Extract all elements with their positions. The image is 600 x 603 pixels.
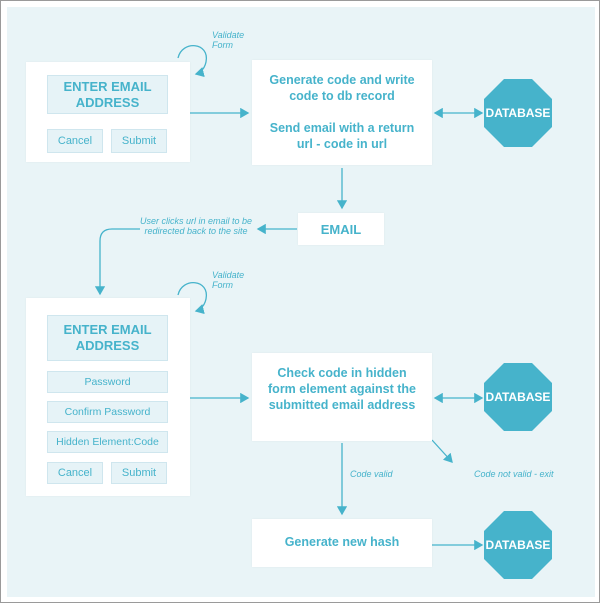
confirm-password-field[interactable]: Confirm Password: [47, 401, 168, 423]
email-form-2: ENTER EMAIL ADDRESS Password Confirm Pas…: [26, 298, 190, 496]
generate-hash-text: Generate new hash: [284, 535, 400, 549]
generate-hash-box: Generate new hash: [252, 519, 432, 567]
code-valid-note: Code valid: [350, 469, 393, 479]
cancel-button-1[interactable]: Cancel: [47, 129, 103, 153]
send-email-text: Send email with a return url - code in u…: [269, 121, 415, 151]
submit-button-2[interactable]: Submit: [111, 462, 167, 484]
email-form-1: ENTER EMAIL ADDRESS Cancel Submit: [26, 62, 190, 162]
enter-email-header-2[interactable]: ENTER EMAIL ADDRESS: [47, 315, 168, 361]
hidden-code-field[interactable]: Hidden Element:Code: [47, 431, 168, 453]
generate-code-text: Generate code and write code to db recor…: [269, 73, 415, 103]
redirect-note: User clicks url in email to be redirecte…: [139, 216, 253, 236]
password-field[interactable]: Password: [47, 371, 168, 393]
database-label-1: DATABASE: [485, 106, 551, 120]
database-octagon-1: DATABASE: [484, 79, 552, 147]
cancel-button-2[interactable]: Cancel: [47, 462, 103, 484]
database-label-3: DATABASE: [485, 538, 551, 552]
email-box: EMAIL: [298, 213, 384, 245]
submit-button-1[interactable]: Submit: [111, 129, 167, 153]
database-octagon-3: DATABASE: [484, 511, 552, 579]
check-code-text: Check code in hidden form element agains…: [268, 366, 416, 412]
validate-form-note-2: Validate Form: [212, 270, 245, 290]
validate-form-note-1: Validate Form: [212, 30, 245, 50]
generate-code-box: Generate code and write code to db recor…: [252, 60, 432, 165]
email-label: EMAIL: [320, 222, 362, 237]
code-not-valid-note: Code not valid - exit: [474, 469, 554, 479]
database-octagon-2: DATABASE: [484, 363, 552, 431]
database-label-2: DATABASE: [485, 390, 551, 404]
enter-email-header-1[interactable]: ENTER EMAIL ADDRESS: [47, 75, 168, 114]
check-code-box: Check code in hidden form element agains…: [252, 353, 432, 441]
